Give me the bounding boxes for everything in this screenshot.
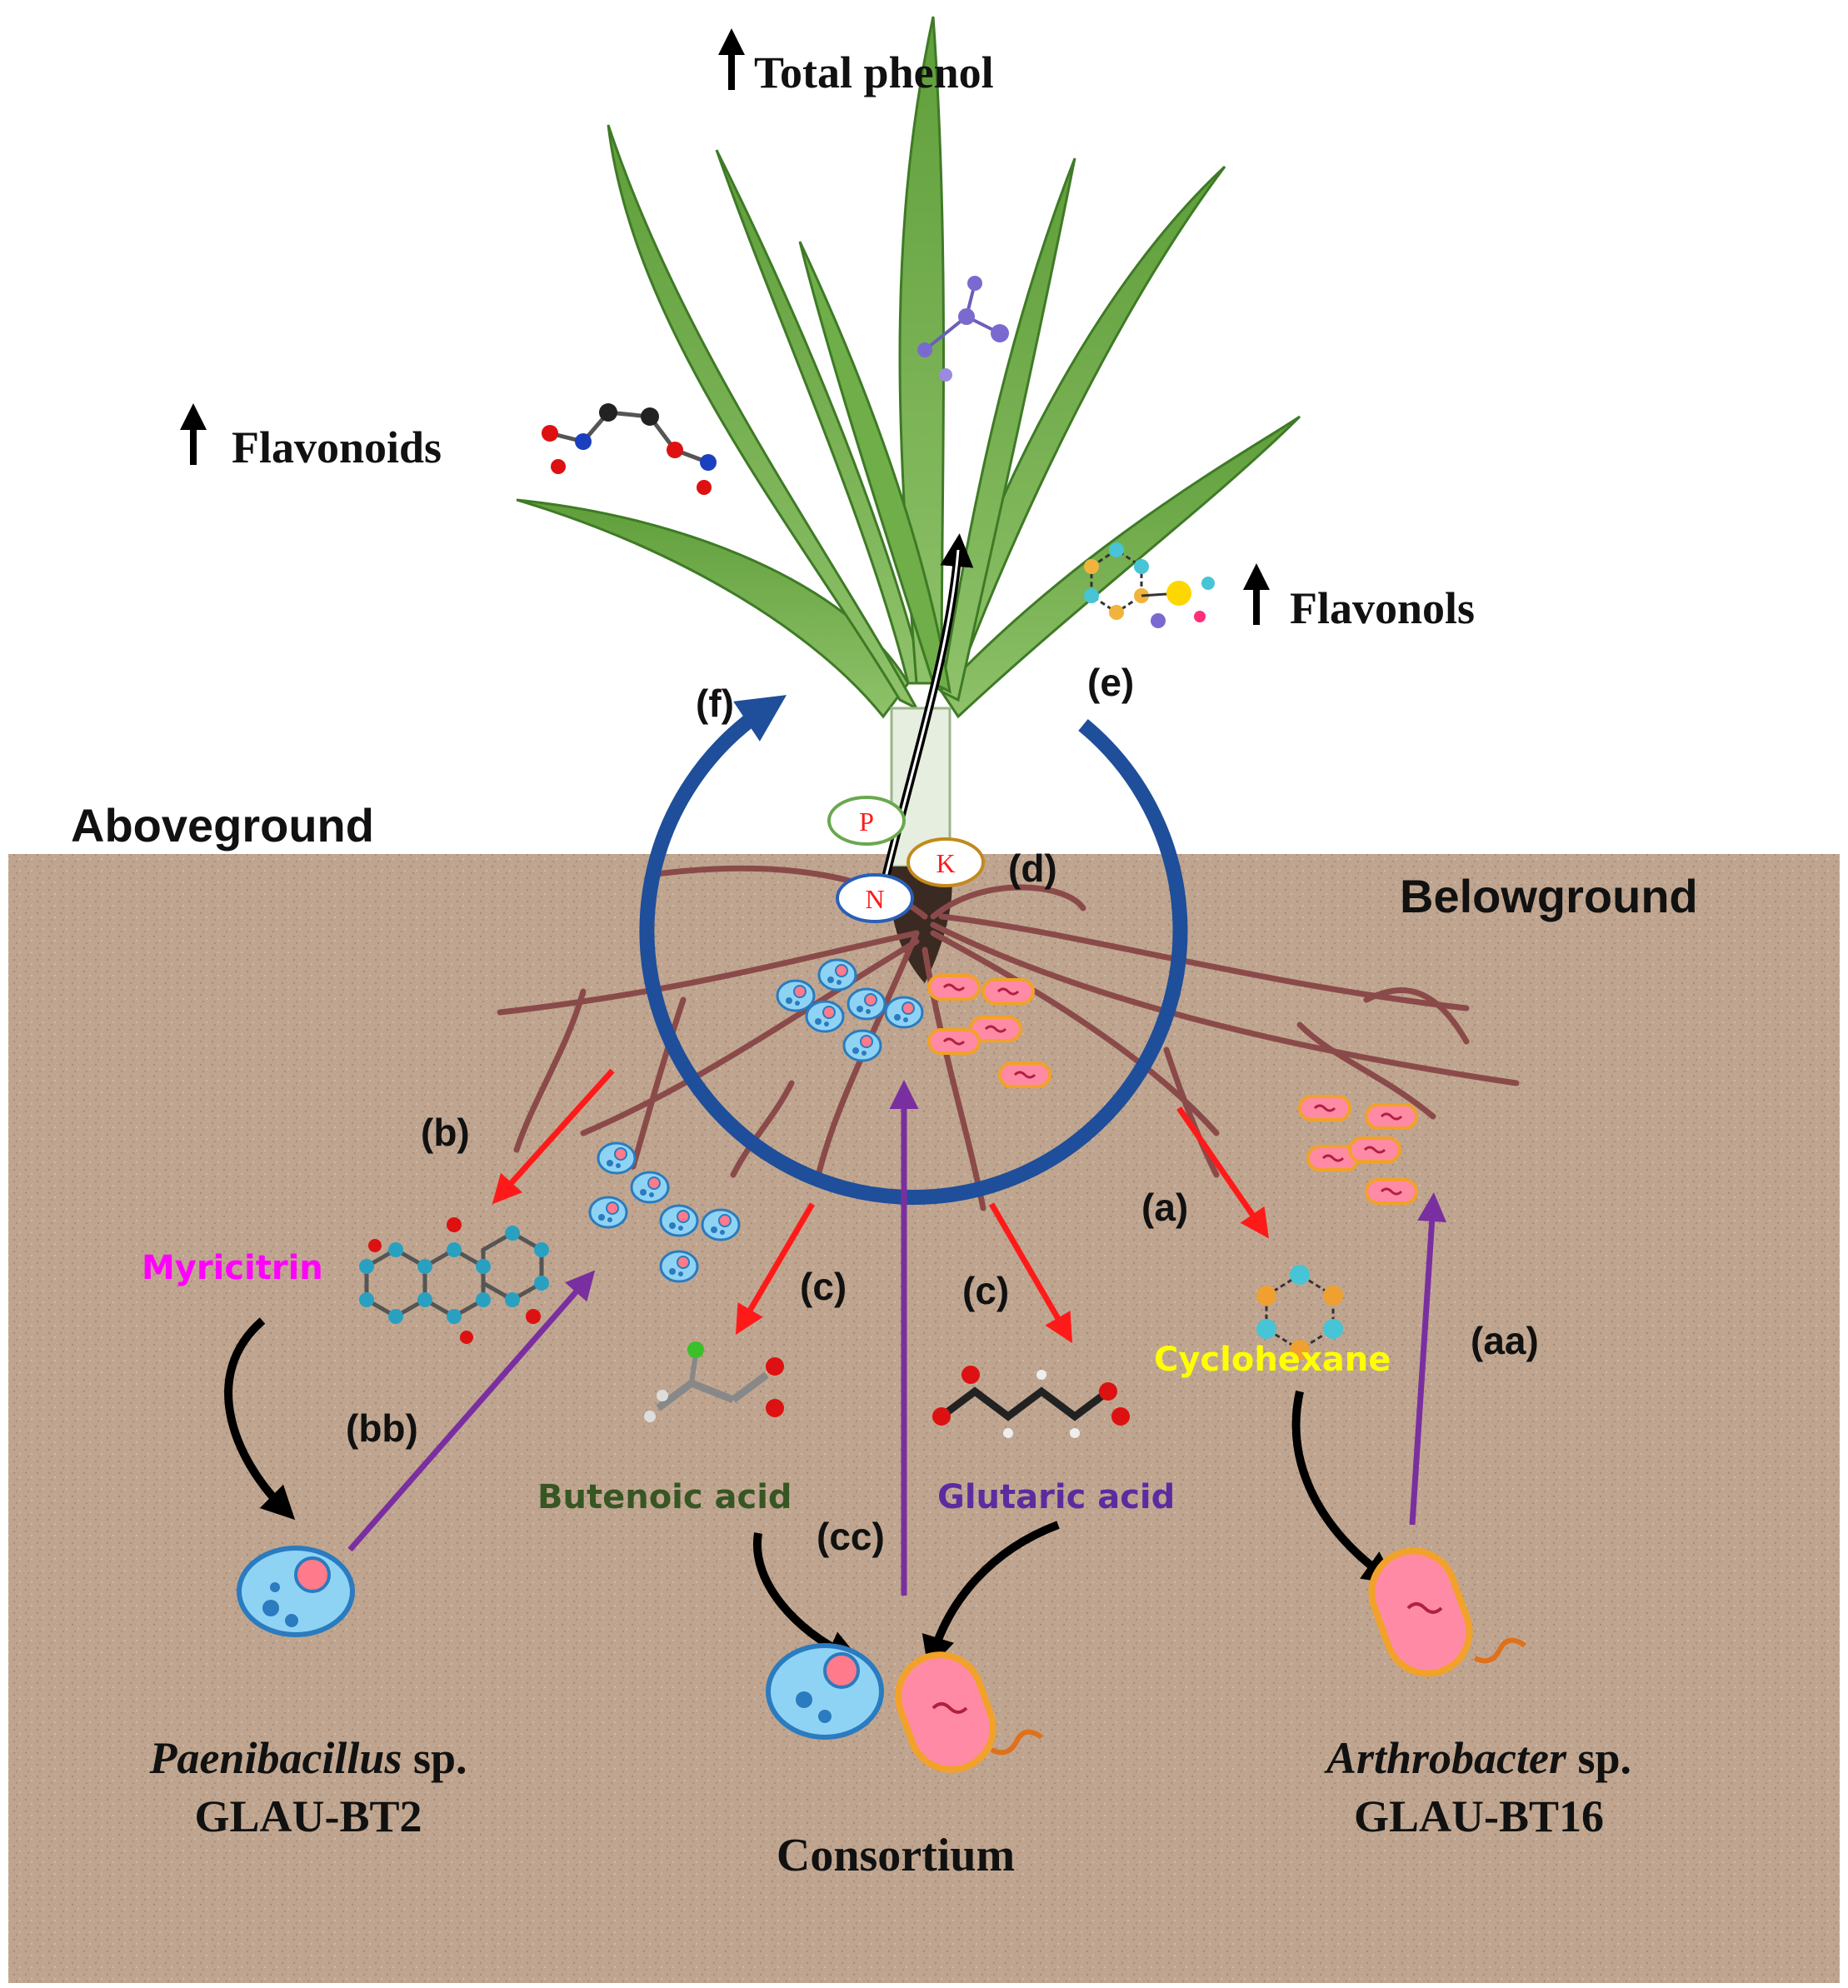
arrow-c-right <box>988 1202 1073 1344</box>
marker-e: (e) <box>1087 661 1134 704</box>
consortium-pink-bacterium-icon <box>895 1651 1043 1773</box>
marker-c-right: (c) <box>962 1269 1009 1312</box>
marker-cc: (cc) <box>817 1515 885 1558</box>
paenibacillus-strain: GLAU-BT2 <box>194 1791 422 1841</box>
marker-d: (d) <box>1008 847 1057 890</box>
marker-b: (b) <box>421 1111 470 1154</box>
flavonoid-molecule-icon <box>542 403 717 495</box>
arrow-a <box>1176 1106 1269 1239</box>
nutrient-k-badge: K <box>907 837 985 887</box>
glutaric-to-consortium-arrow <box>922 1521 1060 1671</box>
arrow-bb <box>347 1270 596 1552</box>
purple-molecule-icon <box>917 276 1009 382</box>
paenibacillus-icon <box>237 1546 355 1637</box>
arrow-aa <box>1409 1192 1447 1526</box>
nutrient-n-badge: N <box>836 873 914 923</box>
cyclohexane-to-arthrobacter-arrow <box>1291 1390 1397 1585</box>
svg-text:N: N <box>865 884 884 914</box>
marker-f: (f) <box>696 682 734 725</box>
arthrobacter-icon <box>1368 1547 1526 1677</box>
soil-region <box>8 854 1840 1983</box>
marker-bb: (bb) <box>346 1406 418 1450</box>
marker-c-left: (c) <box>800 1265 847 1308</box>
aloe-plant <box>516 16 1301 983</box>
arthrobacter-strain: GLAU-BT16 <box>1354 1791 1604 1841</box>
butenoic-acid-molecule-icon <box>644 1341 784 1422</box>
cyclohexane-molecule-icon <box>1256 1265 1343 1360</box>
marker-aa: (aa) <box>1471 1319 1539 1362</box>
consortium-blue-bacterium-icon <box>766 1643 884 1740</box>
arrow-b <box>492 1068 615 1205</box>
cyclohexane-label: Cyclohexane <box>1154 1341 1391 1379</box>
aboveground-label: Aboveground <box>71 799 374 852</box>
total-phenol-label: Total phenol <box>754 47 994 97</box>
butenoic-acid-label: Butenoic acid <box>537 1478 792 1516</box>
arthrobacter-name: Arthrobacter sp. <box>1324 1733 1631 1783</box>
glutaric-acid-label: Glutaric acid <box>937 1478 1175 1516</box>
svg-text:K: K <box>936 848 955 878</box>
flavonol-molecule-icon <box>1084 542 1215 628</box>
consortium-label: Consortium <box>777 1830 1015 1881</box>
flavonoids-label: Flavonoids <box>232 422 442 472</box>
flavonols-label: Flavonols <box>1290 583 1475 633</box>
marker-a: (a) <box>1141 1186 1188 1229</box>
cycle-arrow <box>639 695 1188 1205</box>
glutaric-acid-molecule-icon <box>932 1366 1130 1438</box>
nutrient-p-badge: P <box>827 796 906 846</box>
arrow-c-left <box>735 1202 816 1336</box>
svg-text:P: P <box>859 807 874 837</box>
belowground-label: Belowground <box>1400 870 1698 922</box>
myricitrin-to-paenibacillus-arrow <box>224 1317 296 1521</box>
myricitrin-label: Myricitrin <box>142 1249 323 1287</box>
paenibacillus-name: Paenibacillus sp. <box>148 1733 467 1783</box>
myricitrin-molecule-icon <box>359 1217 549 1344</box>
